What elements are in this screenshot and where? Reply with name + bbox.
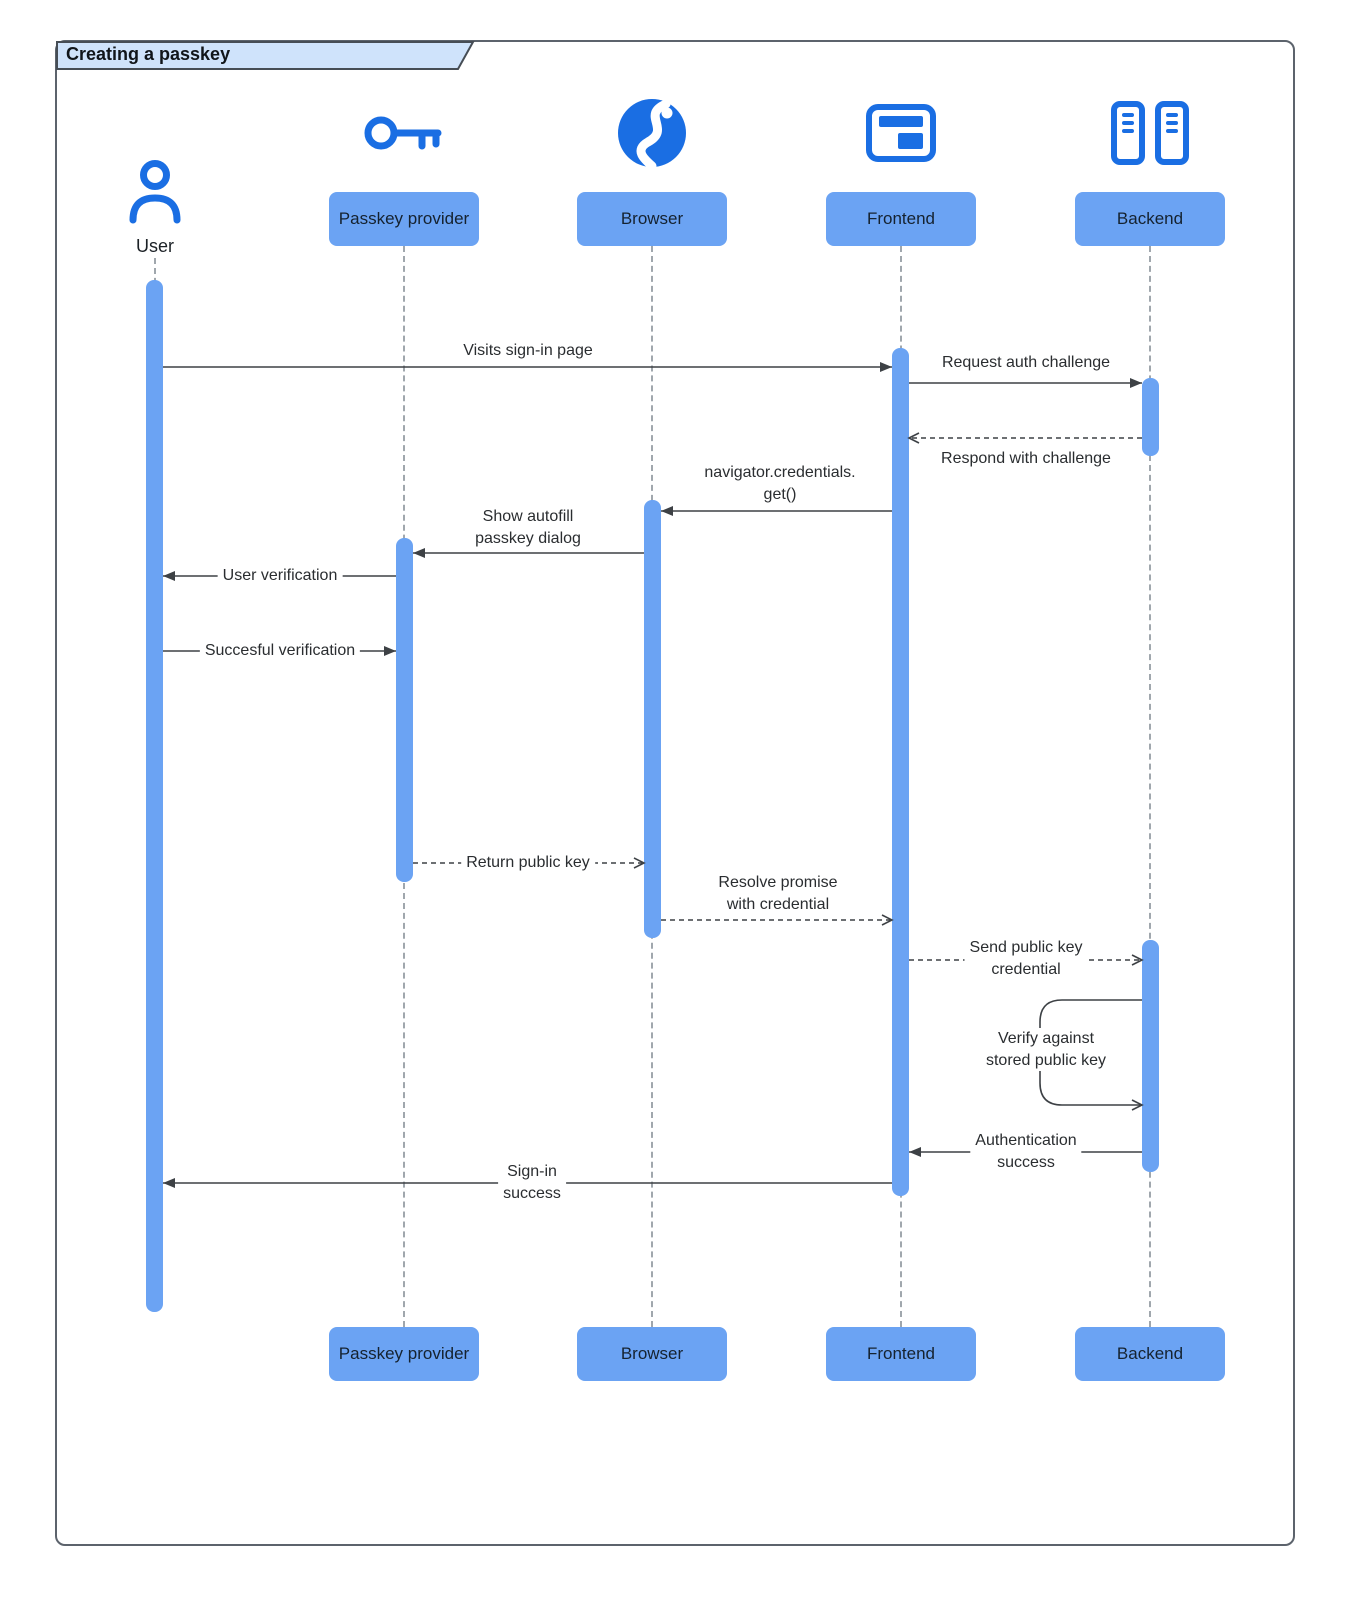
msg-visits-sign-in-page: Visits sign-in page [458, 340, 598, 362]
title-tab-shape [56, 41, 475, 70]
key-icon [364, 116, 442, 150]
actor-bottom-box-frontend: Frontend [826, 1327, 976, 1381]
msg-navigator-credentials-get: navigator.credentials. get() [699, 462, 861, 506]
actor-top-box-frontend: Frontend [826, 192, 976, 246]
actor-bottom-box-backend: Backend [1075, 1327, 1225, 1381]
globe-icon [618, 99, 686, 171]
diagram-frame [55, 40, 1295, 1546]
msg-verify-against-stored-public-key: Verify against stored public key [980, 1028, 1112, 1072]
person-icon [129, 160, 181, 224]
msg-send-public-key-credential: Send public key credential [964, 937, 1088, 981]
msg-sign-in-success: Sign-in success [498, 1161, 566, 1205]
activation-bar-passkey-provider [396, 538, 413, 882]
msg-return-public-key: Return public key [461, 852, 595, 874]
activation-bar-frontend [892, 348, 909, 1196]
activation-bar-browser [644, 500, 661, 938]
msg-show-autofill-passkey-dialog: Show autofill passkey dialog [470, 506, 586, 550]
msg-authentication-success: Authentication success [970, 1130, 1082, 1174]
activation-bar-backend-1 [1142, 378, 1159, 456]
actor-top-box-backend: Backend [1075, 192, 1225, 246]
activation-bar-user [146, 280, 163, 1312]
msg-user-verification: User verification [217, 565, 343, 587]
msg-succesful-verification: Succesful verification [199, 640, 361, 662]
window-layout-icon [866, 104, 936, 162]
lifeline-backend [1149, 246, 1151, 1327]
msg-respond-with-challenge: Respond with challenge [936, 448, 1116, 470]
actor-bottom-box-passkey-provider: Passkey provider [329, 1327, 479, 1381]
activation-bar-backend-2 [1142, 940, 1159, 1172]
actor-bottom-box-browser: Browser [577, 1327, 727, 1381]
diagram-title-tab: Creating a passkey [56, 41, 476, 71]
actor-label-user: User [135, 236, 175, 256]
actor-top-box-passkey-provider: Passkey provider [329, 192, 479, 246]
actor-top-box-browser: Browser [577, 192, 727, 246]
diagram-title: Creating a passkey [66, 44, 231, 64]
server-stack-icon [1111, 101, 1189, 165]
msg-request-auth-challenge: Request auth challenge [936, 352, 1116, 374]
msg-resolve-promise-with-credential: Resolve promise with credential [713, 872, 843, 916]
